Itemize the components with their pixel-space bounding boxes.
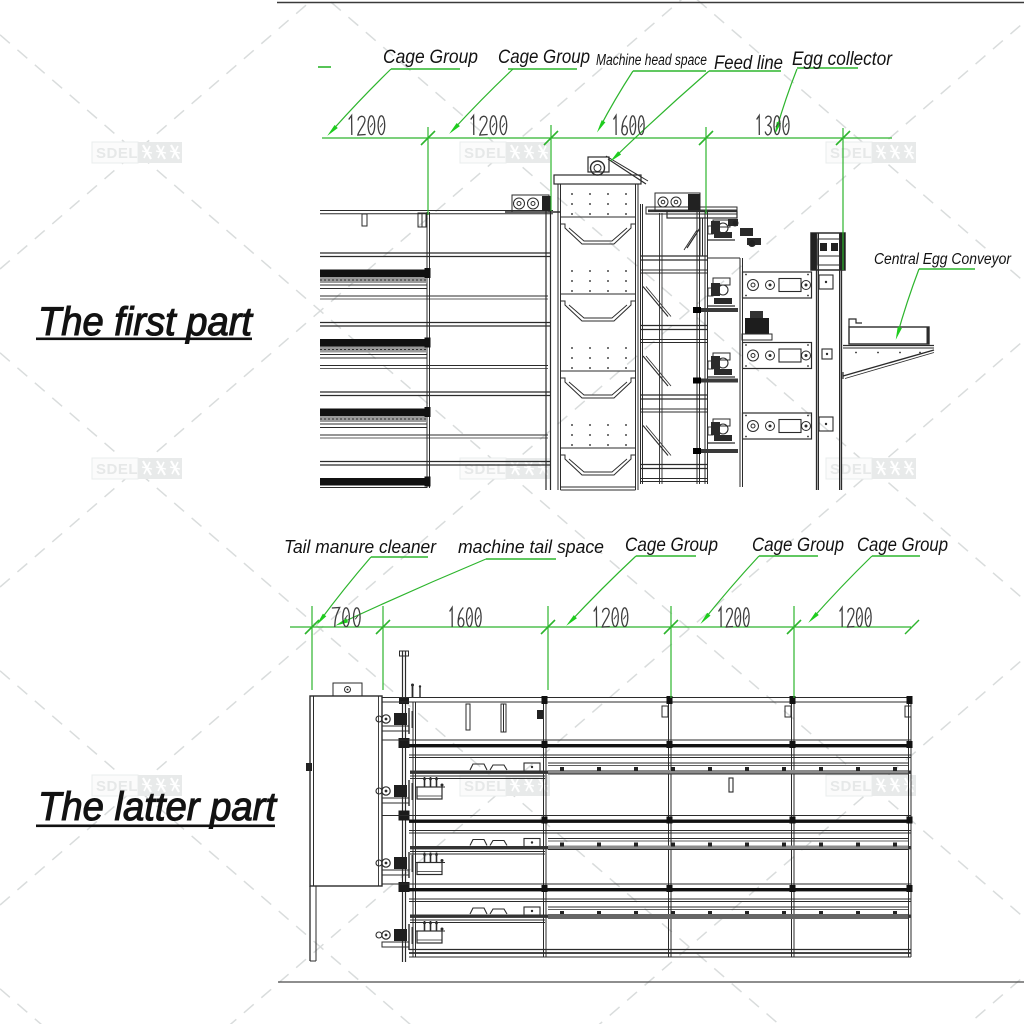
svg-text:SDEL: SDEL [96,778,138,795]
svg-text:The latter part: The latter part [38,785,278,829]
svg-text:Egg collector: Egg collector [792,49,893,70]
svg-text:Tail manure cleaner: Tail manure cleaner [284,537,437,557]
svg-text:SDEL: SDEL [464,778,506,795]
svg-text:machine tail space: machine tail space [458,537,604,557]
svg-text:Feed line: Feed line [714,53,783,74]
svg-text:SDEL: SDEL [830,461,872,478]
svg-text:SDEL: SDEL [96,461,138,478]
svg-text:SDEL: SDEL [464,461,506,478]
svg-text:Cage Group: Cage Group [752,535,844,556]
svg-text:SDEL: SDEL [464,145,506,162]
svg-text:The first part: The first part [38,300,254,344]
svg-text:Cage Group: Cage Group [383,47,478,68]
svg-text:Machine head space: Machine head space [596,52,707,69]
svg-text:SDEL: SDEL [830,778,872,795]
svg-text:Cage Group: Cage Group [625,535,718,556]
svg-text:Central Egg Conveyor: Central Egg Conveyor [874,251,1012,268]
svg-text:SDEL: SDEL [96,145,138,162]
svg-text:Cage Group: Cage Group [857,535,948,556]
svg-text:SDEL: SDEL [830,145,872,162]
svg-text:Cage Group: Cage Group [498,47,590,68]
